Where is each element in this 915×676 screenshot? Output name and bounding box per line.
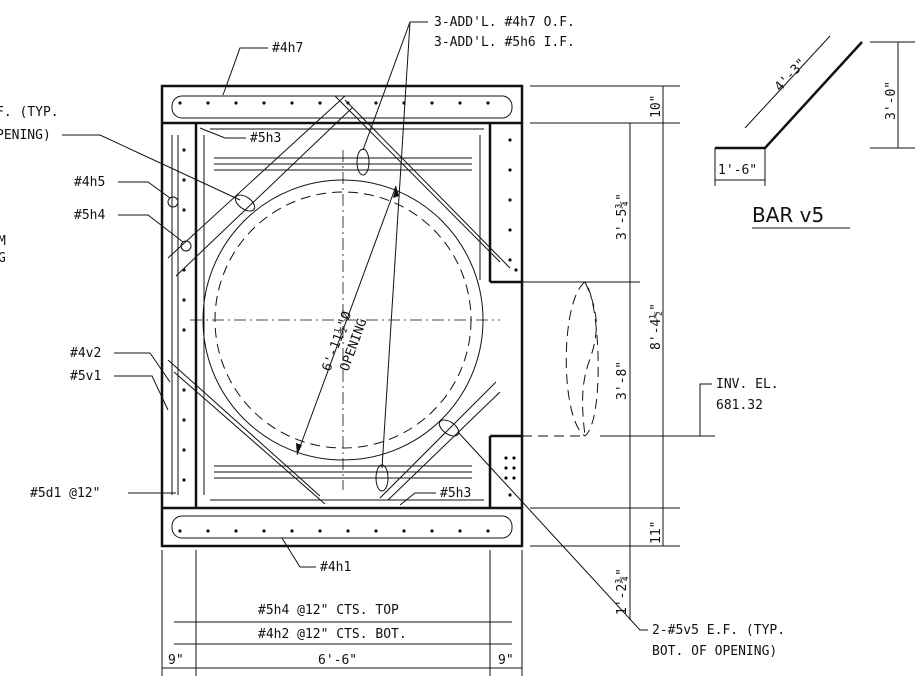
bar-v5-rise: 3'-0" bbox=[884, 81, 899, 120]
diameter-arrow-top bbox=[393, 186, 399, 198]
label-cut-left-1: F. (TYP. bbox=[0, 105, 59, 120]
dim-1-2-75: 1'-2¾" bbox=[615, 568, 630, 615]
opening-diameter-line bbox=[296, 185, 397, 456]
label-inv-value: 681.32 bbox=[716, 398, 763, 413]
label-5d1: #5d1 @12" bbox=[30, 486, 100, 501]
label-cut-left-3: M bbox=[0, 234, 6, 249]
dimensions: 10" 3'-5¾" 8'-4½" 3'-8" 11" 1'-2¾" #5h4 … bbox=[161, 85, 680, 676]
dim-8-4-5: 8'-4½" bbox=[649, 303, 664, 350]
leader-5v5-top bbox=[62, 134, 241, 201]
dim-9-right: 9" bbox=[498, 653, 514, 668]
label-4h1: #4h1 bbox=[320, 560, 351, 575]
diag-bar-tl-1 bbox=[167, 95, 346, 259]
label-4h5: #4h5 bbox=[74, 175, 105, 190]
leader-5h4 bbox=[118, 214, 184, 243]
dim-3-8: 3'-8" bbox=[615, 361, 630, 400]
bottom-slab-bar-loop bbox=[171, 515, 513, 539]
diag-bar-bl-2 bbox=[173, 371, 326, 505]
label-addl-5h6: 3-ADD'L. #5h6 I.F. bbox=[434, 35, 575, 50]
circular-opening: 6'-11½"Ø OPENING bbox=[190, 150, 500, 490]
dim-cts-bot: #4h2 @12" CTS. BOT. bbox=[258, 627, 407, 642]
leader-5h3-bot bbox=[399, 492, 436, 506]
bar-v5-slope-dim bbox=[744, 35, 831, 129]
dim-6-6: 6'-6" bbox=[318, 653, 357, 668]
leader-5h3-top bbox=[199, 127, 246, 139]
label-5v5-1: 2-#5v5 E.F. (TYP. bbox=[652, 623, 785, 638]
label-5h3-top: #5h3 bbox=[250, 131, 281, 146]
diameter-arrow-bottom bbox=[296, 443, 302, 455]
bar-5v5-marker-top bbox=[234, 194, 256, 212]
label-4h7: #4h7 bbox=[272, 41, 303, 56]
bar-4h5-marker bbox=[167, 196, 179, 208]
leader-4v2 bbox=[114, 352, 171, 383]
pipe-break-inner bbox=[582, 281, 597, 437]
leader-4h1 bbox=[281, 537, 316, 568]
label-inv-el: INV. EL. bbox=[716, 377, 779, 392]
box-structure bbox=[160, 84, 599, 548]
label-5h3-bot: #5h3 bbox=[440, 486, 471, 501]
label-cut-left-2: PENING) bbox=[0, 128, 51, 143]
leader-5v1 bbox=[114, 375, 169, 411]
leader-4h5 bbox=[118, 181, 171, 199]
label-5v5-2: BOT. OF OPENING) bbox=[652, 644, 777, 659]
dim-cts-top: #5h4 @12" CTS. TOP bbox=[258, 603, 399, 618]
label-4v2: #4v2 bbox=[70, 346, 101, 361]
diag-bar-tr-1 bbox=[334, 95, 501, 263]
diag-bar-tr-2 bbox=[344, 99, 511, 269]
pipe-end-break bbox=[565, 281, 599, 437]
bar-v5-run: 1'-6" bbox=[718, 163, 757, 178]
diag-bar-bl-1 bbox=[167, 359, 321, 497]
diag-bar-br-2 bbox=[387, 391, 501, 501]
diag-bar-tl-2 bbox=[175, 107, 353, 277]
leader-inv-el bbox=[699, 383, 712, 436]
diag-bar-br-1 bbox=[379, 381, 497, 499]
bar-v5-detail: 4'-3" 3'-0" 1'-6" BAR v5 bbox=[714, 35, 915, 229]
label-5v1: #5v1 bbox=[70, 369, 101, 384]
leader-5v5-bot bbox=[457, 431, 648, 631]
dim-9-left: 9" bbox=[168, 653, 184, 668]
dim-10: 10" bbox=[649, 95, 664, 118]
bar-dots bbox=[178, 101, 518, 533]
label-5h4: #5h4 bbox=[74, 208, 105, 223]
dim-11: 11" bbox=[649, 521, 664, 544]
bar-v5-title: BAR v5 bbox=[752, 203, 824, 227]
leader-addl-bot bbox=[381, 21, 411, 469]
box-outer-outline bbox=[160, 84, 524, 548]
bar-5h4-marker bbox=[180, 240, 192, 252]
bar-v5-slope: 4'-3" bbox=[772, 56, 810, 95]
dim-3-5-75: 3'-5¾" bbox=[615, 193, 630, 240]
bar-v5-shape bbox=[715, 41, 863, 150]
bar-5v5-marker-bot bbox=[438, 419, 460, 437]
rebar bbox=[167, 95, 518, 539]
label-addl-4h7: 3-ADD'L. #4h7 O.F. bbox=[434, 15, 575, 30]
label-cut-left-4: G bbox=[0, 251, 6, 266]
callouts: #4h7 3-ADD'L. #4h7 O.F. 3-ADD'L. #5h6 I.… bbox=[0, 15, 785, 659]
leader-4h7 bbox=[222, 47, 268, 96]
addl-bar-marker-top bbox=[356, 148, 370, 176]
